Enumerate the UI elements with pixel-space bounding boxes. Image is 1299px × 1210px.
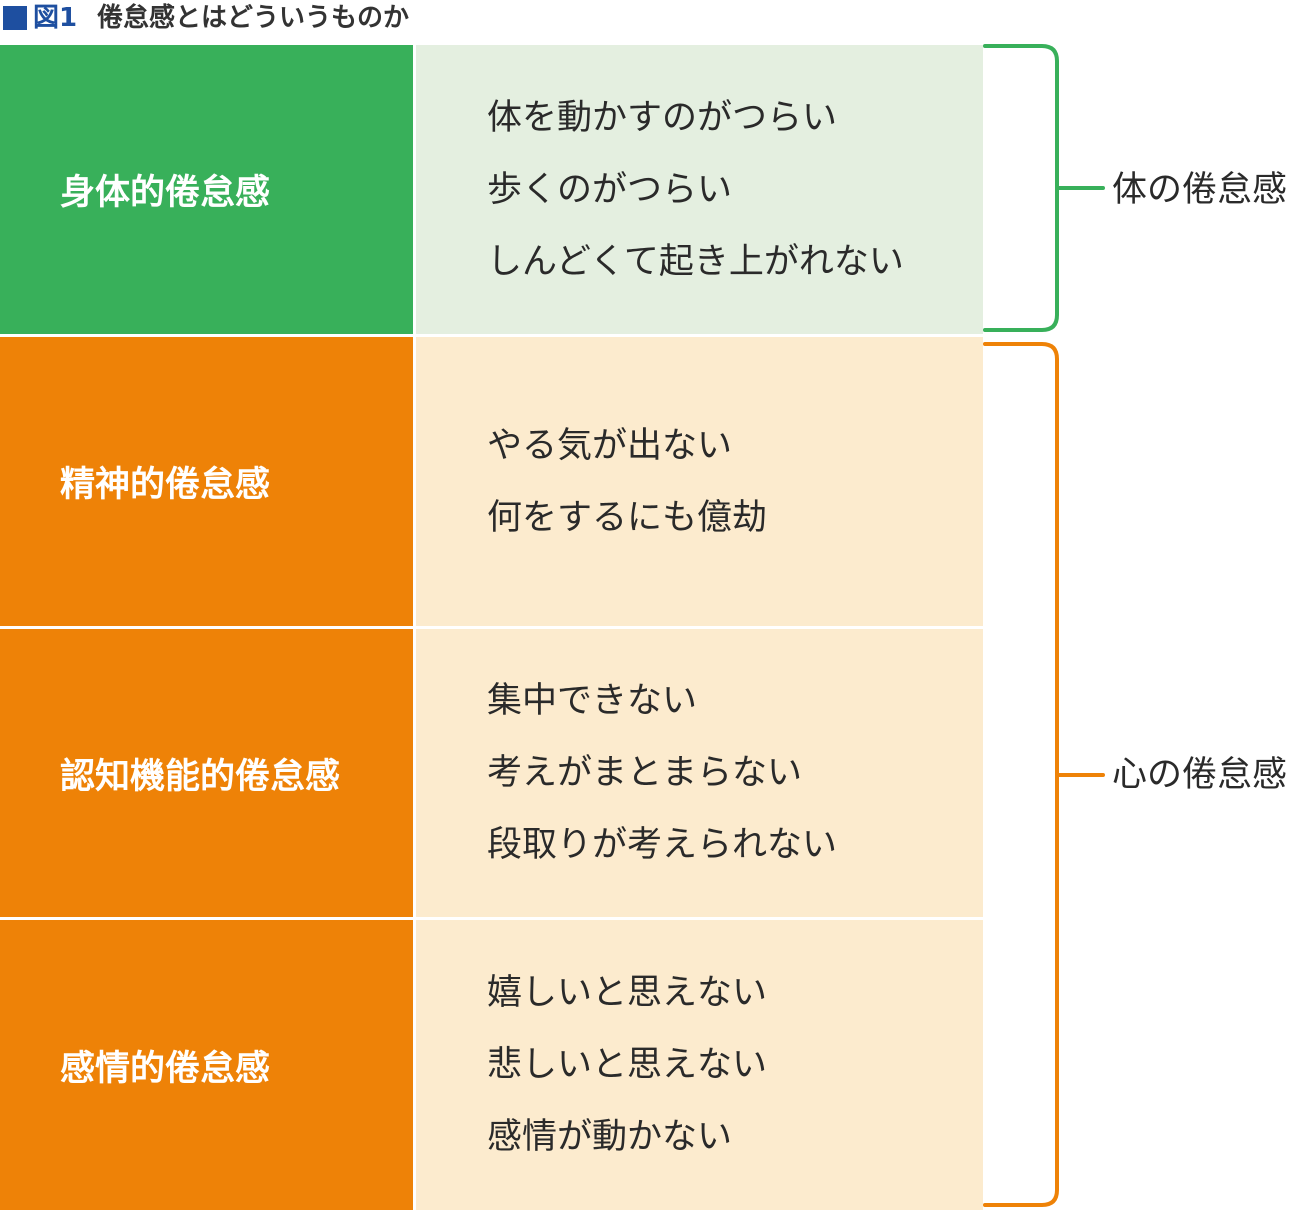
title-square-icon bbox=[3, 6, 27, 30]
symptom-cell: 嬉しいと思えない 悲しいと思えない 感情が動かない bbox=[416, 920, 983, 1210]
category-label: 認知機能的倦怠感 bbox=[60, 756, 341, 797]
body-group-bracket bbox=[983, 44, 1105, 332]
table-row-mental: 精神的倦怠感 やる気が出ない 何をするにも億劫 bbox=[0, 337, 983, 626]
symptom-item: 感情が動かない bbox=[487, 1117, 733, 1157]
symptom-cell: 集中できない 考えがまとまらない 段取りが考えられない bbox=[416, 629, 983, 917]
category-label: 感情的倦怠感 bbox=[60, 1048, 271, 1089]
symptom-item: 嬉しいと思えない bbox=[487, 973, 768, 1013]
table-row-physical: 身体的倦怠感 体を動かすのがつらい 歩くのがつらい しんどくて起き上がれない bbox=[0, 45, 983, 334]
body-group-label: 体の倦怠感 bbox=[1112, 170, 1288, 210]
category-label: 精神的倦怠感 bbox=[60, 465, 271, 505]
category-cell: 認知機能的倦怠感 bbox=[0, 629, 413, 917]
symptom-item: 何をするにも億劫 bbox=[487, 497, 768, 538]
mind-group-label: 心の倦怠感 bbox=[1112, 755, 1288, 795]
figure-title-text: 倦怠感とはどういうものか bbox=[97, 3, 410, 33]
symptom-item: やる気が出ない bbox=[487, 425, 733, 466]
figure-number: 図1 bbox=[33, 3, 78, 33]
symptom-item: 歩くのがつらい bbox=[487, 169, 733, 210]
table-row-cognitive: 認知機能的倦怠感 集中できない 考えがまとまらない 段取りが考えられない bbox=[0, 629, 983, 917]
category-cell: 感情的倦怠感 bbox=[0, 920, 413, 1210]
symptom-item: 悲しいと思えない bbox=[487, 1045, 768, 1085]
symptom-item: 体を動かすのがつらい bbox=[487, 97, 838, 138]
figure-title: 図1 倦怠感とはどういうものか bbox=[0, 0, 700, 40]
table-row-emotional: 感情的倦怠感 嬉しいと思えない 悲しいと思えない 感情が動かない bbox=[0, 920, 983, 1210]
symptom-item: 段取りが考えられない bbox=[487, 825, 838, 865]
category-cell: 精神的倦怠感 bbox=[0, 337, 413, 626]
category-label: 身体的倦怠感 bbox=[60, 173, 271, 213]
category-cell: 身体的倦怠感 bbox=[0, 45, 413, 334]
symptom-item: 考えがまとまらない bbox=[487, 753, 803, 793]
symptom-cell: 体を動かすのがつらい 歩くのがつらい しんどくて起き上がれない bbox=[416, 45, 983, 334]
mind-group-bracket bbox=[983, 342, 1105, 1207]
symptom-cell: やる気が出ない 何をするにも億劫 bbox=[416, 337, 983, 626]
symptom-item: しんどくて起き上がれない bbox=[487, 241, 904, 282]
symptom-item: 集中できない bbox=[487, 681, 698, 721]
